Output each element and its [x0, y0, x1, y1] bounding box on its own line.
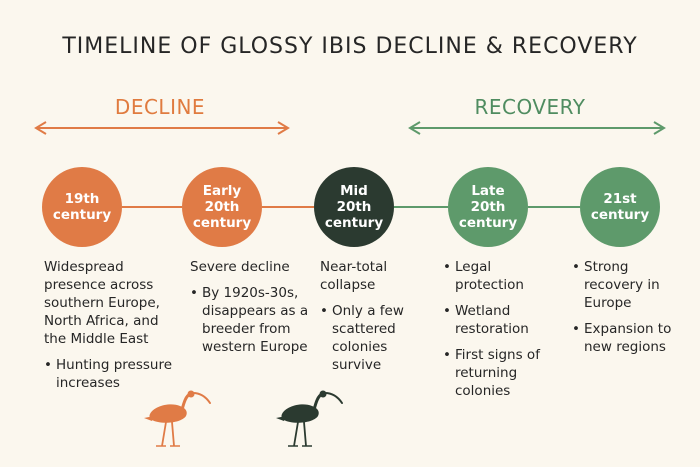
period-label: Late 20th century: [458, 182, 518, 232]
period-label: Mid 20th century: [324, 182, 384, 232]
phase-label-recovery: RECOVERY: [474, 95, 586, 119]
recovery-arrow: [408, 121, 666, 135]
period-circle-mid-20th-century: Mid 20th century: [314, 167, 394, 247]
period-summary: Near-total collapse: [320, 259, 388, 293]
period-bullets: Strong recovery in Europe Expansion to n…: [572, 258, 687, 356]
period-label: Early 20th century: [192, 182, 252, 232]
period-bullets: Hunting pressure increases: [44, 356, 174, 392]
phase-label-decline: DECLINE: [114, 95, 206, 119]
decline-arrow: [34, 121, 290, 135]
period-circle-late-20th-century: Late 20th century: [448, 167, 528, 247]
bullet-item: By 1920s-30s, disappears as a breeder fr…: [190, 284, 310, 356]
bullet-item: Strong recovery in Europe: [572, 258, 687, 312]
period-bullets: By 1920s-30s, disappears as a breeder fr…: [190, 284, 310, 356]
period-description-19th-century: Widespread presence across southern Euro…: [44, 258, 174, 400]
period-circle-early-20th-century: Early 20th century: [182, 167, 262, 247]
bullet-item: Wetland restoration: [443, 302, 558, 338]
bullet-item: Expansion to new regions: [572, 320, 687, 356]
period-label: 21st century: [590, 190, 650, 223]
period-description-mid-20th-century: Near-total collapse Only a few scattered…: [320, 258, 440, 382]
page-title: TIMELINE OF GLOSSY IBIS DECLINE & RECOVE…: [62, 34, 638, 59]
period-bullets: Legal protection Wetland restoration Fir…: [443, 258, 558, 400]
ibis-icon: [144, 390, 211, 447]
period-circle-21st-century: 21st century: [580, 167, 660, 247]
bullet-item: First signs of returning colonies: [443, 346, 558, 400]
period-description-early-20th-century: Severe decline By 1920s-30s, disappears …: [190, 258, 310, 364]
bullet-item: Hunting pressure increases: [44, 356, 174, 392]
period-bullets: Only a few scattered colonies survive: [320, 302, 440, 374]
period-label: 19th century: [52, 190, 112, 223]
bullet-item: Only a few scattered colonies survive: [320, 302, 440, 374]
bullet-item: Legal protection: [443, 258, 558, 294]
period-description-late-20th-century: Legal protection Wetland restoration Fir…: [443, 258, 558, 408]
ibis-icon: [276, 390, 343, 447]
period-summary: Severe decline: [190, 259, 290, 275]
period-description-21st-century: Strong recovery in Europe Expansion to n…: [572, 258, 687, 364]
period-circle-19th-century: 19th century: [42, 167, 122, 247]
period-summary: Widespread presence across southern Euro…: [44, 259, 160, 347]
